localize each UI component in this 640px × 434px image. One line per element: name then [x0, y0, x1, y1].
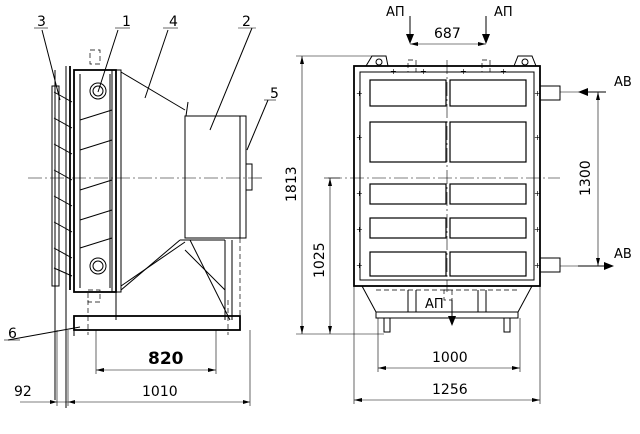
svg-text:+: +: [420, 67, 427, 76]
svg-text:+: +: [500, 67, 507, 76]
bolt-markers: + + + + + + + + + + + + + +: [356, 67, 541, 270]
front-view: + + + + + + + + + + + + + +: [284, 5, 632, 404]
port-av-bottom: АВ: [614, 247, 632, 262]
svg-text:+: +: [534, 189, 541, 198]
svg-text:+: +: [390, 67, 397, 76]
dim-1256: 1256: [432, 382, 468, 398]
dim-1010: 1010: [142, 384, 178, 400]
svg-text:+: +: [534, 225, 541, 234]
svg-text:+: +: [534, 133, 541, 142]
louver-blades: [53, 91, 73, 277]
svg-text:+: +: [534, 89, 541, 98]
svg-text:+: +: [356, 225, 363, 234]
side-view: 3 1 4 2 5 6 820 92 1010: [4, 14, 279, 408]
svg-text:+: +: [534, 261, 541, 270]
leader-1: 1: [122, 14, 131, 30]
dim-1300: 1300: [578, 160, 594, 196]
port-ap-bottom: АП: [425, 297, 444, 312]
dim-92: 92: [14, 384, 32, 400]
port-ap-top-left: АП: [386, 5, 405, 20]
dim-1813: 1813: [284, 166, 300, 202]
leader-4: 4: [169, 14, 178, 30]
svg-text:+: +: [356, 261, 363, 270]
port-av-top: АВ: [614, 75, 632, 90]
fin-panels: [369, 79, 527, 277]
leader-6: 6: [8, 326, 17, 342]
leader-2: 2: [242, 14, 251, 30]
dim-1025: 1025: [312, 242, 328, 278]
dim-1000: 1000: [432, 350, 468, 366]
dim-820: 820: [148, 349, 184, 369]
svg-text:+: +: [356, 133, 363, 142]
leader-3: 3: [37, 14, 46, 30]
svg-text:+: +: [460, 67, 467, 76]
dim-687: 687: [434, 26, 461, 42]
leader-5: 5: [270, 86, 279, 102]
port-ap-top-right: АП: [494, 5, 513, 20]
svg-text:+: +: [356, 89, 363, 98]
svg-text:+: +: [356, 189, 363, 198]
